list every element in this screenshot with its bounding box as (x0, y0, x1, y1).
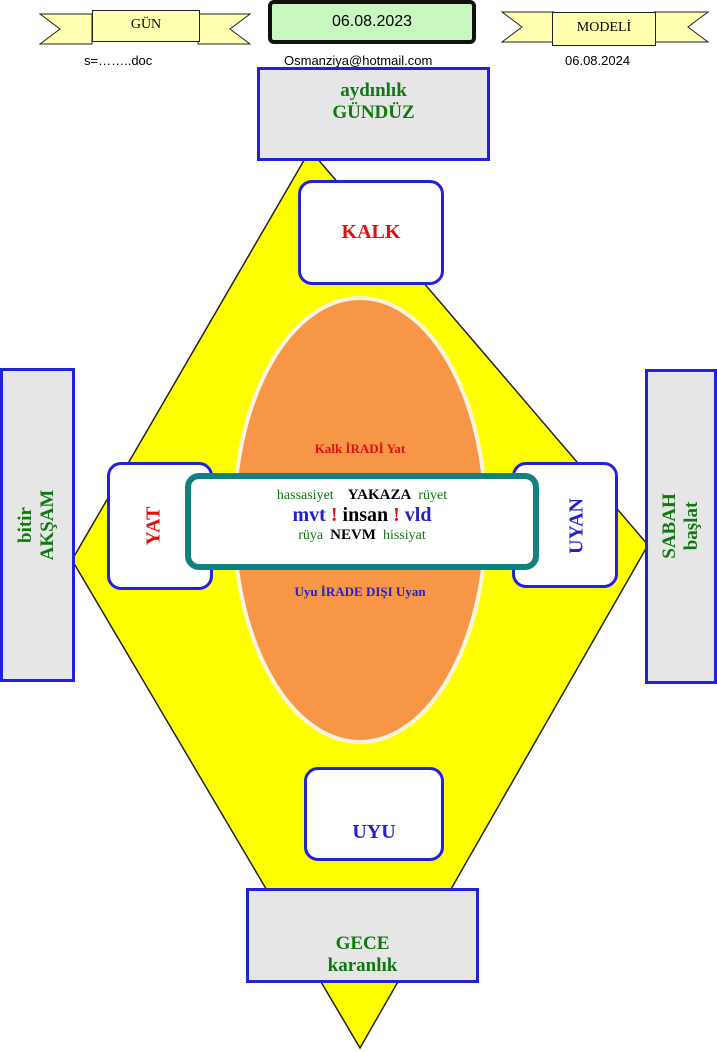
email-label: Osmanziya@hotmail.com (284, 53, 433, 68)
center-row2: mvt ! insan ! vld (191, 504, 533, 527)
oval-bottom-text: Uyu İRADE DIŞI Uyan (294, 584, 426, 599)
yat-label: YAT (142, 506, 165, 546)
oval-top-text: Kalk İRADİ Yat (314, 441, 406, 456)
ribbon-shape (38, 13, 252, 45)
sabah-line2: başlat (681, 501, 702, 551)
gece-line2: karanlık (327, 955, 398, 976)
row3-mid: NEVM (330, 527, 376, 543)
uyan-label: UYAN (565, 498, 588, 554)
sabah-box (645, 369, 717, 684)
aksam-text: bitir AKŞAM (15, 490, 59, 561)
row3-left: rüya (298, 528, 324, 543)
row2-right: vld (404, 504, 432, 526)
row1-left: hassasiyet (276, 488, 334, 503)
kalk-label: KALK (341, 221, 401, 243)
row2-excl-2: ! (393, 504, 400, 526)
gece-box: GECE karanlık (246, 888, 479, 983)
center-row1: hassasiyet YAKAZA rüyet (191, 487, 533, 504)
uyu-label: UYU (352, 821, 396, 843)
center-row3: rüya NEVM hissiyat (191, 527, 533, 544)
row2-left: mvt (292, 504, 326, 526)
gunduz-box: aydınlık GÜNDÜZ (257, 67, 490, 161)
gun-banner: GÜN (38, 10, 252, 46)
modeli-label: MODELİ (552, 12, 656, 46)
gunduz-line2: GÜNDÜZ (332, 102, 415, 123)
modeli-banner: MODELİ (500, 10, 710, 46)
row2-mid: insan (342, 504, 389, 526)
gunduz-line1: aydınlık (340, 80, 407, 101)
center-box: hassasiyet YAKAZA rüyet mvt ! insan ! vl… (185, 473, 539, 570)
kalk-box: KALK (298, 180, 444, 285)
uyu-box: UYU (304, 767, 444, 861)
row1-mid: YAKAZA (347, 487, 412, 503)
gun-label: GÜN (92, 10, 200, 42)
aksam-box (0, 368, 75, 682)
row3-right: hissiyat (382, 528, 426, 543)
aksam-line2: AKŞAM (37, 489, 58, 561)
row1-right: rüyet (418, 488, 448, 503)
date-top: 06.08.2023 (331, 13, 413, 30)
ribbon-shape (500, 11, 710, 43)
date-right: 06.08.2024 (565, 53, 631, 68)
file-label: s=……..doc (84, 53, 153, 68)
sabah-line1: SABAH (659, 493, 680, 559)
date-box: 06.08.2023 (268, 0, 476, 44)
aksam-line1: bitir (15, 507, 36, 543)
row2-excl-1: ! (330, 504, 338, 526)
sabah-text: SABAH başlat (659, 493, 703, 558)
gece-line1: GECE (335, 933, 390, 954)
